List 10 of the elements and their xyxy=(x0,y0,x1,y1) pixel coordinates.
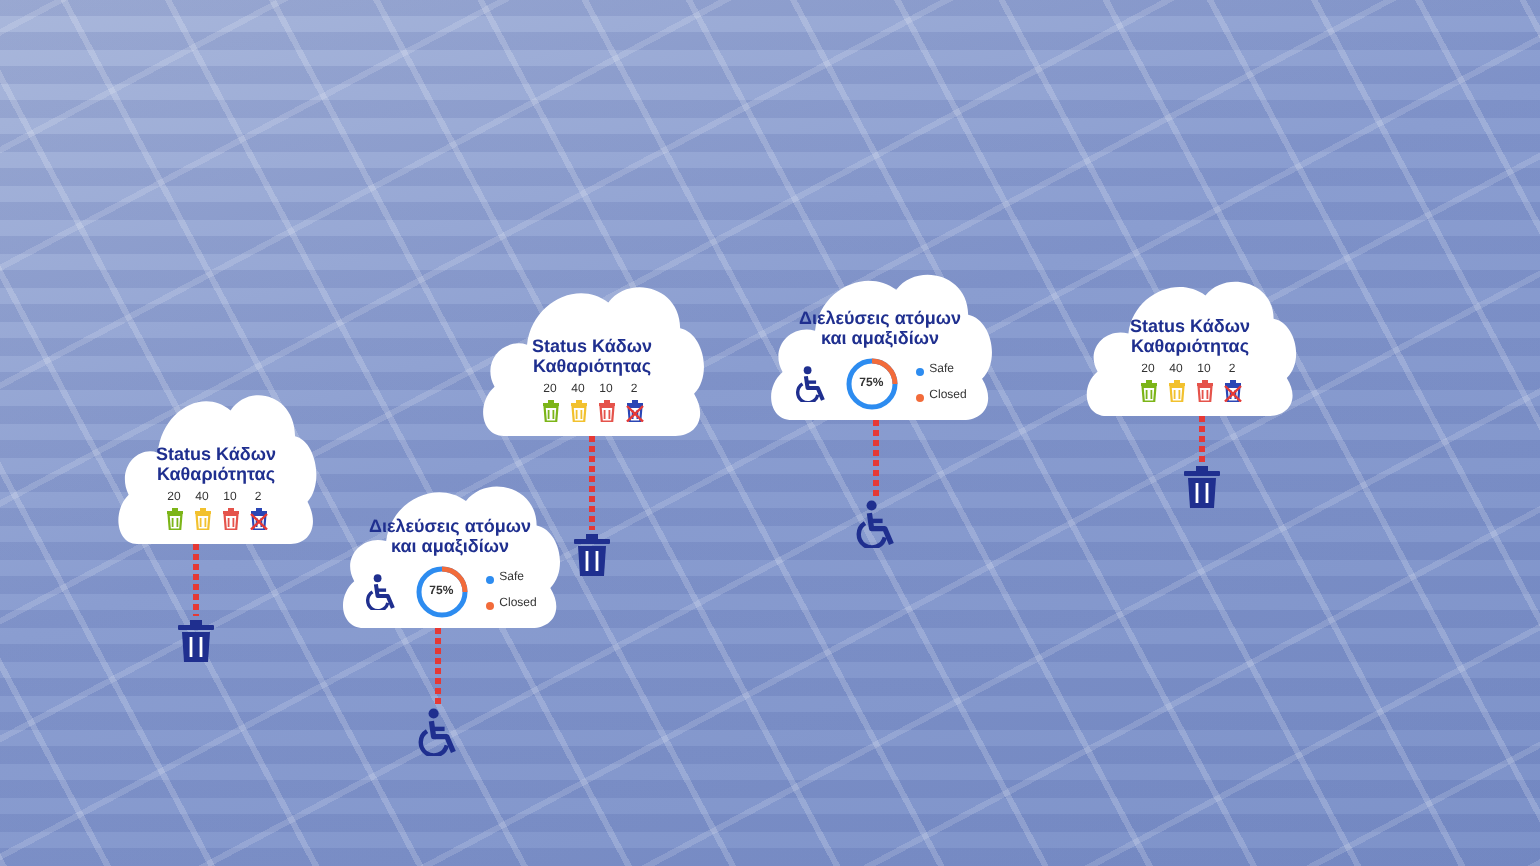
dotted-connector xyxy=(873,420,879,496)
callout-title: Διελεύσεις ατόμων και αμαξιδίων xyxy=(366,516,534,556)
dotted-connector xyxy=(1199,416,1205,462)
dotted-connector xyxy=(589,436,595,530)
callout-title: Status Κάδων Καθαριότητας xyxy=(1128,316,1252,356)
callout-title: Status Κάδων Καθαριότητας xyxy=(530,336,654,376)
dotted-connector xyxy=(193,544,199,616)
dotted-connector xyxy=(435,628,441,704)
callout-title: Status Κάδων Καθαριότητας xyxy=(154,444,278,484)
callout-title: Διελεύσεις ατόμων και αμαξιδίων xyxy=(796,308,964,348)
